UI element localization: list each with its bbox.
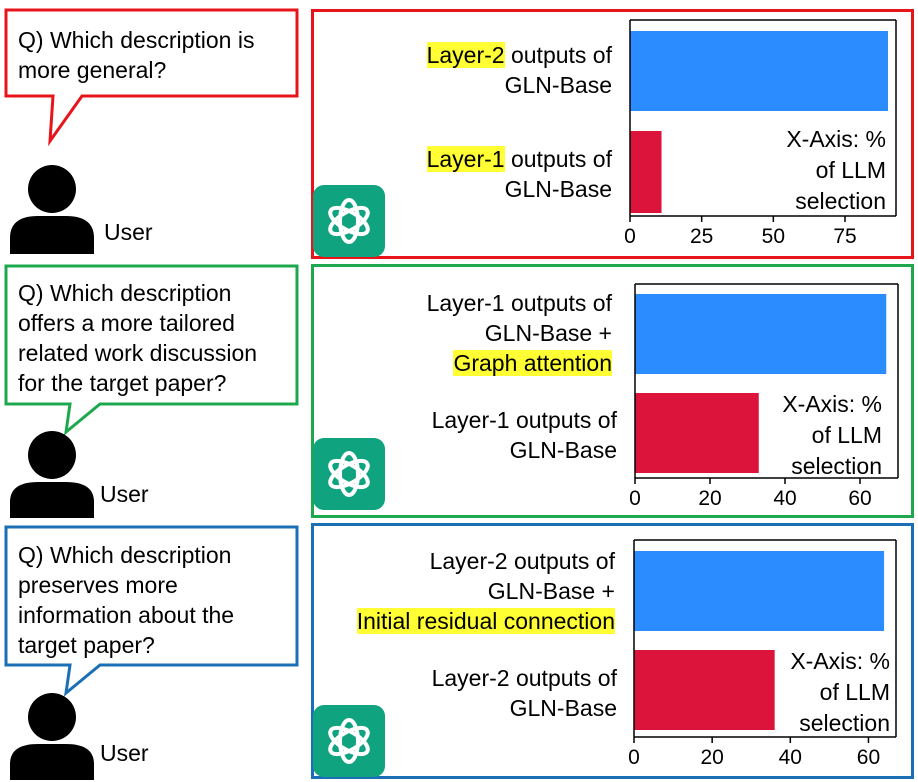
axis-note: X-Axis: % of LLM selection (786, 126, 886, 214)
bar-label-1: Layer-1 outputs of GLN-Base + Graph atte… (427, 288, 612, 378)
user-label: User (104, 219, 153, 245)
x-tick-label: 0 (624, 225, 636, 248)
x-tick-label: 0 (628, 746, 640, 769)
bar-label-1: Layer-2 outputs of GLN-Base (426, 40, 612, 100)
bar-label-2: Layer-1 outputs of GLN-Base (426, 144, 612, 204)
bar-label-text: Layer-2 outputs of (429, 548, 615, 574)
bar-label-2: Layer-2 outputs of GLN-Base (432, 663, 617, 723)
question-text: Q) Which description preserves more info… (18, 542, 235, 658)
highlight-text: Layer-2 (426, 42, 505, 68)
bar-label-text: outputs of (504, 146, 612, 172)
chatgpt-logo-icon (313, 705, 385, 777)
bar-label-line2: GLN-Base (504, 72, 612, 98)
bar (635, 393, 759, 473)
speech-bubble-3 (4, 525, 299, 697)
highlight-text: Layer-1 (426, 146, 505, 172)
bar (630, 131, 662, 213)
bar-label-line2: GLN-Base + (484, 320, 612, 346)
x-tick-label: 75 (833, 225, 856, 248)
user-icon (10, 693, 94, 780)
row-2: Q) Which description offers a more tailo… (4, 264, 914, 518)
bar (635, 294, 887, 374)
x-tick-label: 20 (698, 487, 721, 510)
user-label: User (100, 481, 149, 507)
user-label: User (100, 740, 149, 766)
x-tick-label: 60 (848, 487, 871, 510)
x-tick-label: 60 (857, 746, 880, 769)
question-text: Q) Which description is more general? (18, 27, 255, 83)
user-icon (10, 431, 94, 518)
axis-note: X-Axis: % of LLM selection (782, 391, 882, 479)
bar-label-line2: GLN-Base (509, 437, 617, 463)
user-icon (10, 165, 94, 254)
bar-chart-1: 0 25 50 75 (624, 19, 897, 248)
chatgpt-logo-icon (313, 438, 385, 510)
chatgpt-logo-icon (313, 185, 385, 257)
row-1: Q) Which description is more general? Us… (0, 0, 918, 260)
x-tick-label: 20 (700, 746, 723, 769)
chart-panel-3 (311, 523, 914, 779)
bar-chart-2: 0 20 40 60 (629, 283, 899, 510)
chart-panel-2 (311, 264, 914, 518)
bar (634, 551, 885, 631)
bar-label-2: Layer-1 outputs of GLN-Base (432, 405, 617, 465)
bar-label-line2: GLN-Base + (487, 578, 615, 604)
speech-bubble-1 (4, 8, 299, 147)
speech-bubble-2 (4, 264, 299, 436)
bar-label-line2: GLN-Base (504, 176, 612, 202)
x-tick-label: 40 (779, 746, 802, 769)
bar-label-text: Layer-1 outputs of (426, 290, 612, 316)
bar-label-text: Layer-1 outputs of (431, 407, 617, 433)
bar-label-line2: GLN-Base (509, 695, 617, 721)
x-tick-label: 50 (762, 225, 785, 248)
chart-panel-1 (311, 9, 914, 259)
bar (634, 650, 775, 730)
question-text: Q) Which description offers a more tailo… (18, 280, 258, 396)
highlight-text: Initial residual connection (356, 608, 615, 634)
bar-label-text: Layer-2 outputs of (431, 665, 617, 691)
bar-label-text: outputs of (504, 42, 612, 68)
bar-label-1: Layer-2 outputs of GLN-Base + Initial re… (356, 546, 615, 636)
axis-note: X-Axis: % of LLM selection (790, 648, 890, 736)
x-tick-label: 0 (629, 487, 641, 510)
x-tick-label: 40 (773, 487, 796, 510)
highlight-text: Graph attention (453, 350, 612, 376)
bar (630, 31, 888, 111)
x-tick-label: 25 (690, 225, 713, 248)
